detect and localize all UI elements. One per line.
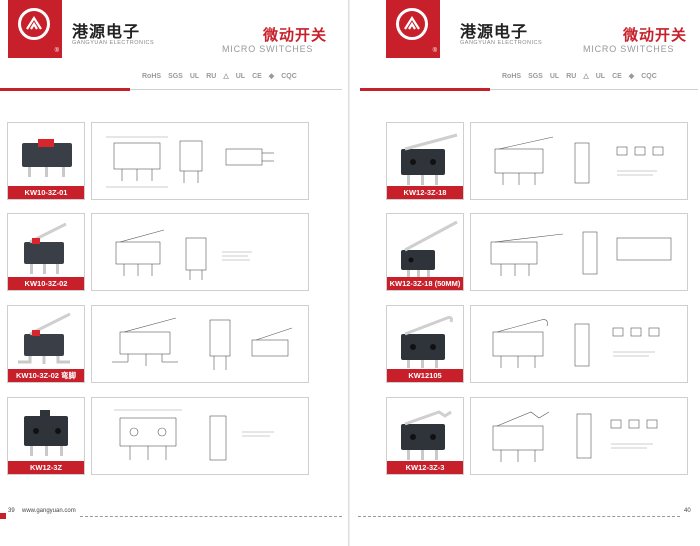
drawing-sketch: [112, 317, 293, 370]
section-title-cn: 微动开关: [263, 27, 328, 44]
section-title-en: MICRO SWITCHES: [222, 44, 314, 54]
product-model-label: KW12-3Z-3: [387, 461, 463, 474]
footer-marker: [0, 513, 6, 519]
section-title-cn: 微动开关: [623, 27, 688, 44]
technical-drawing: [91, 305, 309, 383]
product-photo: KW12-3Z-3: [386, 397, 464, 475]
technical-drawing: [470, 397, 688, 475]
cert-sgs: SGS: [528, 72, 543, 80]
brand-logo: ®: [8, 0, 62, 58]
footer-rule: [358, 516, 680, 517]
switch-image: [401, 316, 453, 368]
cert-triangle: △: [223, 73, 229, 80]
section-title-en: MICRO SWITCHES: [583, 44, 675, 54]
header-red-rule: [0, 88, 130, 91]
cert-ru: RU: [206, 72, 217, 80]
brand-name-en: GANGYUAN ELECTRONICS: [72, 40, 155, 46]
left-page: ® 港源电子 GANGYUAN ELECTRONICS 微动开关 MICRO S…: [0, 0, 342, 519]
cert-ul-2: UL: [235, 72, 246, 80]
switch-image: [18, 312, 71, 364]
product-photo: KW10-3Z-02 弯脚: [7, 305, 85, 383]
technical-drawing: [91, 122, 309, 200]
cert-rohs: RoHS: [502, 72, 522, 80]
switch-image: [401, 410, 452, 460]
logo-emblem-icon: [396, 8, 428, 40]
cert-sgs: SGS: [168, 72, 183, 80]
page-number: 39: [8, 508, 15, 514]
brand-name-cn: 港源电子: [460, 22, 529, 41]
logo-emblem-icon: [18, 8, 50, 40]
header-grey-rule: [130, 89, 342, 90]
product-photo: KW12-3Z-18 (50MM): [386, 213, 464, 291]
cert-ul: UL: [189, 72, 200, 80]
cert-diamond: ◆: [628, 73, 635, 80]
product-photo: KW12-3Z-18: [386, 122, 464, 200]
cert-rohs: RoHS: [142, 72, 162, 80]
drawing-sketch: [490, 231, 672, 276]
registered-mark: ®: [432, 48, 437, 54]
cert-cqc: CQC: [281, 72, 297, 80]
footer-rule: [80, 516, 342, 517]
technical-drawing: [470, 213, 688, 291]
technical-drawing: [470, 122, 688, 200]
cert-ul: UL: [549, 72, 560, 80]
product-model-label: KW10-3Z-01: [8, 186, 84, 199]
switch-image: [401, 133, 458, 185]
product-model-label: KW10-3Z-02 弯脚: [8, 369, 84, 382]
website-link[interactable]: www.gangyuan.com: [22, 508, 76, 514]
product-model-label: KW12105: [387, 369, 463, 382]
technical-drawing: [91, 213, 309, 291]
product-photo: KW10-3Z-01: [7, 122, 85, 200]
switch-image: [24, 410, 68, 456]
product-photo: KW12-3Z: [7, 397, 85, 475]
page-number: 40: [684, 508, 691, 514]
product-model-label: KW10-3Z-02: [8, 277, 84, 290]
drawing-sketch: [492, 319, 660, 368]
product-model-label: KW12-3Z-18: [387, 186, 463, 199]
switch-image: [24, 222, 67, 274]
technical-drawing: [470, 305, 688, 383]
cert-ul-2: UL: [595, 72, 606, 80]
cert-ce: CE: [612, 72, 622, 80]
technical-drawing: [91, 397, 309, 475]
drawing-sketch: [115, 229, 252, 280]
cert-ce: CE: [252, 72, 262, 80]
brand-logo: ®: [386, 0, 440, 58]
switch-image: [22, 139, 72, 177]
right-page: ® 港源电子 GANGYUAN ELECTRONICS 微动开关 MICRO S…: [350, 0, 700, 546]
product-model-label: KW12-3Z: [8, 461, 84, 474]
cert-diamond: ◆: [268, 73, 275, 80]
certification-marks: RoHS SGS UL RU △ UL CE ◆ CQC: [502, 72, 657, 81]
brand-name-en: GANGYUAN ELECTRONICS: [460, 40, 543, 46]
product-model-label: KW12-3Z-18 (50MM): [387, 277, 463, 290]
registered-mark: ®: [54, 48, 59, 54]
header-grey-rule: [490, 89, 698, 90]
header-red-rule: [360, 88, 490, 91]
cert-ru: RU: [566, 72, 577, 80]
product-photo: KW12105: [386, 305, 464, 383]
drawing-sketch: [114, 409, 274, 461]
drawing-sketch: [106, 136, 274, 188]
drawing-sketch: [494, 136, 664, 185]
brand-name-cn: 港源电子: [72, 22, 141, 41]
switch-image: [401, 220, 458, 278]
product-photo: KW10-3Z-02: [7, 213, 85, 291]
cert-triangle: △: [583, 73, 589, 80]
cert-cqc: CQC: [641, 72, 657, 80]
drawing-sketch: [492, 411, 658, 462]
certification-marks: RoHS SGS UL RU △ UL CE ◆ CQC: [142, 72, 297, 81]
